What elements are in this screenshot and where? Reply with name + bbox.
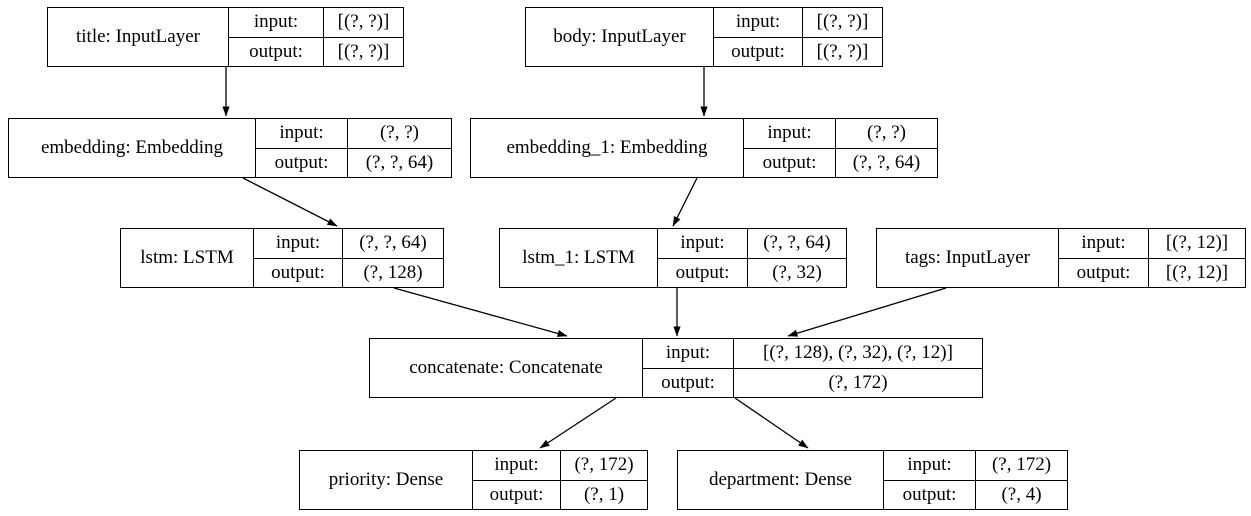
node-tags-inputlayer: tags: InputLayer input: [(?, 12)] output… bbox=[876, 228, 1246, 288]
input-shape: (?, 172) bbox=[574, 454, 634, 476]
edge-tags-concatenate bbox=[787, 287, 947, 337]
input-shape: [(?, 128), (?, 32), (?, 12)] bbox=[763, 342, 953, 364]
output-label: output: bbox=[1059, 258, 1149, 287]
output-label: output: bbox=[658, 258, 748, 287]
edge-concatenate-priority bbox=[539, 397, 617, 449]
node-embedding: embedding: Embedding input: (?, ?) outpu… bbox=[8, 118, 452, 178]
output-shape: (?, 1) bbox=[583, 483, 625, 505]
input-label: input: bbox=[1059, 229, 1149, 258]
input-label: input: bbox=[473, 451, 561, 480]
input-label: input: bbox=[254, 229, 343, 258]
edge-embedding-lstm bbox=[242, 177, 338, 227]
layer-name: embedding_1: Embedding bbox=[471, 119, 744, 177]
edge-concatenate-department bbox=[734, 397, 809, 449]
output-shape: (?, 32) bbox=[772, 261, 822, 283]
output-label: output: bbox=[744, 148, 836, 177]
input-shape: (?, 172) bbox=[991, 454, 1052, 476]
input-shape: (?, ?, 64) bbox=[763, 232, 831, 254]
output-shape: (?, ?, 64) bbox=[852, 151, 921, 173]
input-shape: (?, ?) bbox=[866, 122, 907, 144]
input-label: input: bbox=[229, 8, 324, 37]
node-concatenate: concatenate: Concatenate input: [(?, 128… bbox=[369, 338, 983, 398]
output-label: output: bbox=[884, 480, 976, 509]
output-label: output: bbox=[229, 37, 324, 66]
output-shape: [(?, 12)] bbox=[1165, 261, 1229, 283]
input-shape: [(?, ?)] bbox=[816, 11, 869, 33]
node-embedding-1: embedding_1: Embedding input: (?, ?) out… bbox=[470, 118, 938, 178]
layer-name: department: Dense bbox=[678, 451, 884, 509]
output-shape: [(?, ?)] bbox=[816, 40, 869, 62]
node-title-inputlayer: title: InputLayer input: [(?, ?)] output… bbox=[47, 7, 404, 67]
output-label: output: bbox=[643, 368, 734, 397]
layer-name: lstm: LSTM bbox=[121, 229, 254, 287]
edge-lstm-concatenate bbox=[393, 287, 568, 337]
node-department-dense: department: Dense input: (?, 172) output… bbox=[677, 450, 1068, 510]
layer-name: concatenate: Concatenate bbox=[370, 339, 643, 397]
node-lstm-1: lstm_1: LSTM input: (?, ?, 64) output: (… bbox=[499, 228, 847, 288]
output-label: output: bbox=[256, 148, 348, 177]
input-label: input: bbox=[256, 119, 348, 148]
input-label: input: bbox=[643, 339, 734, 368]
layer-name: tags: InputLayer bbox=[877, 229, 1059, 287]
node-body-inputlayer: body: InputLayer input: [(?, ?)] output:… bbox=[525, 7, 883, 67]
input-shape: (?, ?, 64) bbox=[359, 232, 427, 254]
output-shape: (?, 172) bbox=[828, 371, 888, 393]
output-shape: (?, 4) bbox=[1001, 483, 1042, 505]
input-label: input: bbox=[714, 8, 803, 37]
input-label: input: bbox=[884, 451, 976, 480]
layer-name: lstm_1: LSTM bbox=[500, 229, 658, 287]
edge-embedding_1-lstm_1 bbox=[672, 177, 698, 227]
layer-name: priority: Dense bbox=[300, 451, 473, 509]
input-shape: [(?, ?)] bbox=[337, 11, 390, 33]
output-label: output: bbox=[714, 37, 803, 66]
input-shape: (?, ?) bbox=[379, 122, 420, 144]
output-label: output: bbox=[473, 480, 561, 509]
input-label: input: bbox=[658, 229, 748, 258]
layer-name: embedding: Embedding bbox=[9, 119, 256, 177]
layer-name: title: InputLayer bbox=[48, 8, 229, 66]
output-label: output: bbox=[254, 258, 343, 287]
layer-name: body: InputLayer bbox=[526, 8, 714, 66]
output-shape: (?, ?, 64) bbox=[365, 151, 434, 173]
node-priority-dense: priority: Dense input: (?, 172) output: … bbox=[299, 450, 648, 510]
input-shape: [(?, 12)] bbox=[1165, 232, 1229, 254]
input-label: input: bbox=[744, 119, 836, 148]
node-lstm: lstm: LSTM input: (?, ?, 64) output: (?,… bbox=[120, 228, 444, 288]
output-shape: [(?, ?)] bbox=[337, 40, 390, 62]
output-shape: (?, 128) bbox=[363, 261, 423, 283]
